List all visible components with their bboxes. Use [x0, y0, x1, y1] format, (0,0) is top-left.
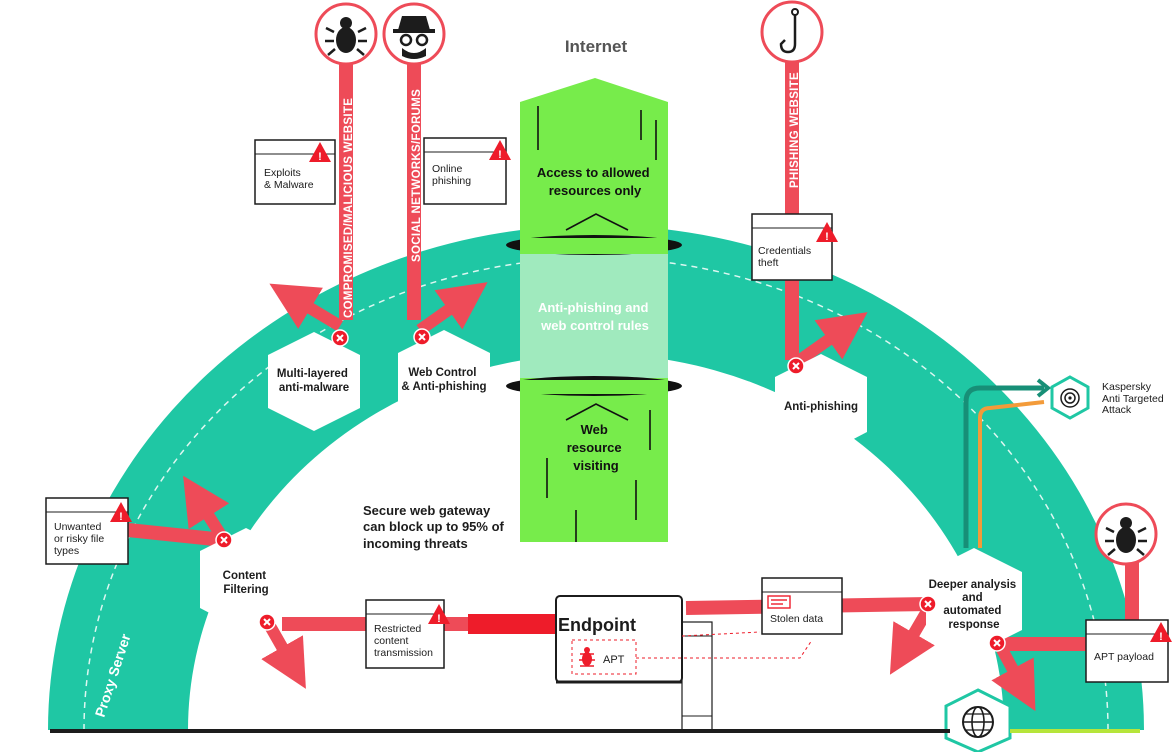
warning-icon: ! [1150, 622, 1172, 643]
note-exploits: Exploits & Malware ! [254, 139, 336, 205]
kata-arrowhead [1036, 378, 1052, 398]
svg-text:!: ! [498, 149, 502, 161]
phishing-website-label: PHISHING WEBSITE [789, 72, 801, 188]
warning-icon: ! [489, 140, 511, 161]
apt-label: APT [603, 654, 625, 666]
svg-text:Stolen data: Stolen data [770, 613, 823, 625]
svg-text:Multi-layered anti-malwa: Multi-layered anti-malware [277, 368, 351, 394]
data-file-icon [767, 595, 791, 609]
tube-allowed-text: Access to allowed resources only [537, 165, 653, 198]
svg-text:Credentials theft: Credentials theft [758, 245, 814, 269]
block-icon [331, 329, 349, 347]
endpoint-monitor: Endpoint APT [555, 595, 813, 733]
hex-anti-phishing: Anti-phishing [775, 354, 867, 456]
block-icon [919, 595, 937, 613]
warning-icon: ! [816, 222, 838, 243]
tube-visiting-text: Web resource visiting [567, 422, 626, 473]
warning-icon: ! [309, 142, 331, 163]
svg-text:!: ! [825, 231, 829, 243]
svg-text:!: ! [318, 151, 322, 163]
svg-text:Online phishing: Online phishing [432, 163, 471, 187]
note-credentials: Credentials theft ! [751, 213, 838, 281]
hex-content-filtering: Content Filtering [200, 528, 292, 632]
apt-bug-icon [1094, 502, 1158, 566]
svg-text:Content Filtering: Content Filtering [223, 570, 270, 596]
tube-bottom-fill [520, 380, 668, 394]
svg-text:Exploits & Malware: Exploits & Malware [264, 167, 314, 191]
note-unwanted: Unwanted or risky file types ! [45, 497, 132, 565]
note-restricted: Restricted content transmission ! [365, 599, 450, 669]
svg-text:Anti-phishing: Anti-phishing [784, 401, 858, 413]
kata-line-teal [963, 385, 1044, 548]
internet-title: Internet [565, 37, 628, 56]
tube-stripes [537, 106, 657, 542]
tube-rules-text: Anti-phishing and web control rules [538, 300, 652, 333]
note-stolen-data: Stolen data [761, 577, 843, 635]
bug-icon [314, 2, 378, 66]
spy-icon [382, 2, 446, 66]
svg-text:Web Control & Anti-phish: Web Control & Anti-phishing [401, 367, 486, 393]
svg-text:Restricted content: Restricted content transmission [374, 623, 433, 659]
block-icon [413, 328, 431, 346]
endpoint-title: Endpoint [558, 615, 636, 635]
gateway-note: Secure web gateway can block up to 95% o… [363, 503, 507, 551]
block-icon [215, 531, 233, 549]
apt-bug-small-icon [579, 647, 595, 667]
block-markers [215, 328, 1006, 652]
hex-deeper-analysis: Deeper analysis and automated response [926, 548, 1022, 654]
block-icon [787, 357, 805, 375]
hex-anti-malware: Multi-layered anti-malware [268, 332, 360, 431]
note-online-phishing: Online phishing ! [423, 137, 511, 205]
malicious-website-label: COMPROMISED/MALICIOUS WEBSITE [343, 98, 355, 318]
svg-text:Unwanted or risky file: Unwanted or risky file types [54, 521, 107, 557]
globe-icon [944, 688, 1012, 752]
note-apt-payload: APT payload ! [1085, 619, 1172, 683]
svg-text:!: ! [1159, 631, 1163, 643]
tube-rules-band [520, 252, 668, 378]
unwanted-flow [127, 523, 225, 547]
warning-icon: ! [110, 502, 132, 523]
block-icon [988, 634, 1006, 652]
svg-text:APT payload: APT payload [1094, 651, 1154, 663]
warning-icon: ! [428, 604, 450, 625]
svg-text:!: ! [119, 511, 123, 523]
kata-line-orange [978, 400, 1045, 548]
svg-text:!: ! [437, 613, 441, 625]
fishhook-icon [760, 0, 824, 64]
tube-top-fill [520, 238, 668, 254]
kata-icon [1050, 375, 1090, 420]
block-icon [258, 613, 276, 631]
social-networks-label: SOCIAL NETWORKS/FORUMS [411, 89, 423, 262]
svg-text:Deeper analysis and: Deeper analysis and automated response [929, 579, 1020, 631]
hex-web-control: Web Control & Anti-phishing [398, 330, 490, 429]
kata-label: Kaspersky Anti Targeted Attack [1102, 381, 1167, 416]
